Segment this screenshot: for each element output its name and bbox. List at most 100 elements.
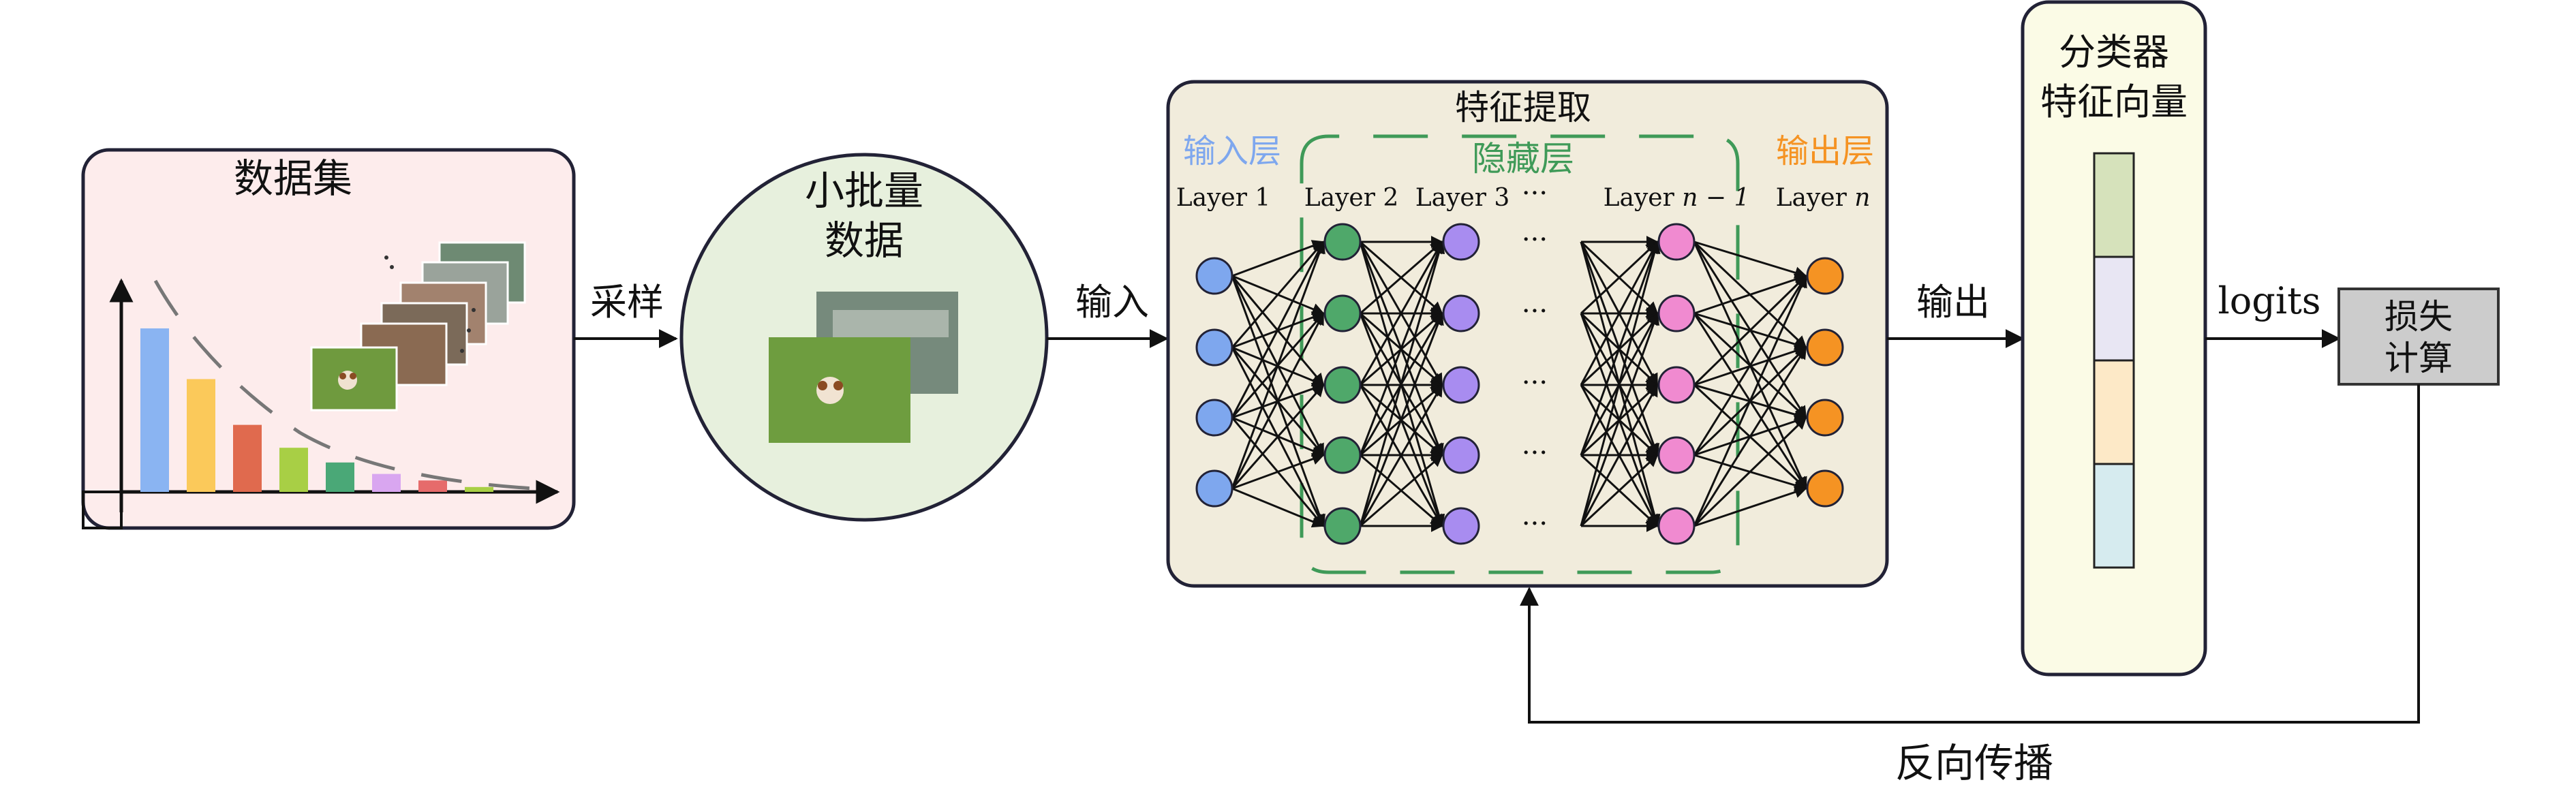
neuron-l3-4 xyxy=(1442,436,1480,474)
connection-edge xyxy=(1580,454,1659,527)
middle-layer-ellipses: ··· ··· ··· ··· ··· xyxy=(1522,224,1548,540)
connection-edge xyxy=(1359,312,1444,527)
output-label: 输出 xyxy=(1916,281,1990,324)
connection-edge xyxy=(1580,241,1661,527)
dataset-bar-2 xyxy=(187,379,215,492)
neuron-l2-2 xyxy=(1323,294,1362,332)
connection-edge xyxy=(1360,454,1443,527)
hidden-layers-bracket xyxy=(1300,134,1740,574)
input-layer-title: 输入层 xyxy=(1183,132,1281,170)
neuron-l2-4 xyxy=(1323,436,1362,474)
dataset-panel: 数据集 xyxy=(81,148,576,530)
layer-3-label: Layer 3 xyxy=(1415,184,1510,212)
connection-edge xyxy=(1580,241,1659,386)
connection-edge xyxy=(1693,275,1807,386)
neuron-l5-1 xyxy=(1806,257,1844,295)
connection-edge xyxy=(1693,346,1807,527)
connection-edge xyxy=(1693,275,1807,527)
minibatch-title-line1: 小批量 xyxy=(805,168,923,214)
layer-1-label: Layer 1 xyxy=(1176,184,1271,212)
layer-ellipsis-5: ··· xyxy=(1522,508,1548,540)
minibatch-images xyxy=(769,292,958,443)
classifier-panel: 分类器 特征向量 xyxy=(2021,0,2207,677)
connection-edge xyxy=(1360,241,1443,315)
connection-edge xyxy=(1693,486,1807,527)
neuron-l2-3 xyxy=(1323,366,1362,404)
neuron-l3-5 xyxy=(1442,507,1480,545)
loss-title-line2: 计算 xyxy=(2385,339,2453,378)
dataset-bar-5 xyxy=(326,462,354,492)
dataset-bars xyxy=(140,328,493,492)
layer-ellipsis-1: ··· xyxy=(1522,224,1548,255)
dataset-bar-8 xyxy=(465,486,493,492)
backprop-label: 反向传播 xyxy=(1895,740,2053,786)
connection-edge xyxy=(1580,313,1659,527)
neuron-l1-3 xyxy=(1195,399,1233,437)
connection-edge xyxy=(1231,384,1325,489)
dataset-title: 数据集 xyxy=(234,155,352,202)
feature-vector-cell-3 xyxy=(2093,359,2135,465)
logits-label: logits xyxy=(2218,279,2320,322)
neuron-l4-4 xyxy=(1657,436,1696,474)
dataset-bar-7 xyxy=(418,480,447,492)
connection-edge xyxy=(1693,275,1807,456)
feature-vector-cell-1 xyxy=(2093,152,2135,258)
neuron-l5-2 xyxy=(1806,328,1844,367)
neuron-l3-1 xyxy=(1442,223,1480,261)
neuron-l2-5 xyxy=(1323,507,1362,545)
dataset-bar-6 xyxy=(372,474,401,492)
backprop-arrow xyxy=(1520,384,2420,724)
layer-ellipsis-4: ··· xyxy=(1522,437,1548,469)
classifier-title-line2: 特征向量 xyxy=(2040,80,2188,123)
feature-extraction-title: 特征提取 xyxy=(1455,88,1591,127)
minibatch-panel: 小批量 数据 xyxy=(679,153,1049,522)
connection-edge xyxy=(1359,384,1443,527)
neuron-l2-1 xyxy=(1323,223,1362,261)
long-tail-curve xyxy=(153,279,546,491)
input-label: 输入 xyxy=(1075,281,1149,324)
layer-ellipsis-3: ··· xyxy=(1522,367,1548,399)
neuron-l1-4 xyxy=(1195,469,1233,508)
minibatch-title-line2: 数据 xyxy=(825,217,904,264)
connection-edge xyxy=(1231,241,1325,348)
layer-n-minus-1-label: Layer n − 1 xyxy=(1604,184,1750,212)
layer-ellipsis-label: ··· xyxy=(1522,178,1548,209)
connection-edge xyxy=(1693,241,1807,279)
connection-edge xyxy=(1231,453,1325,490)
network-neurons xyxy=(1195,223,1844,545)
feature-vector-cell-4 xyxy=(2093,463,2135,569)
connection-edge xyxy=(1580,384,1659,527)
dataset-image-stack xyxy=(310,241,526,412)
layer-2-label: Layer 2 xyxy=(1304,184,1399,212)
neuron-l4-2 xyxy=(1657,294,1696,332)
layer-ellipsis-2: ··· xyxy=(1522,296,1548,327)
neuron-l3-3 xyxy=(1442,366,1480,404)
output-layer-title: 输出层 xyxy=(1776,132,1874,170)
connection-edge xyxy=(1359,241,1444,456)
connection-edge xyxy=(1359,241,1445,527)
neuron-l4-3 xyxy=(1657,366,1696,404)
neuron-l5-4 xyxy=(1806,469,1844,508)
network-panel: 特征提取 隐藏层 输入层 输出层 Layer 1 Layer 2 Layer 3… xyxy=(1166,80,1889,588)
connection-edge xyxy=(1231,241,1325,418)
layer-n-label: Layer n xyxy=(1776,184,1871,212)
connection-edge xyxy=(1580,241,1660,456)
neuron-l4-5 xyxy=(1657,507,1696,545)
dataset-bar-3 xyxy=(233,424,262,492)
connection-edge xyxy=(1693,273,1807,315)
feature-vector-cell-2 xyxy=(2093,255,2135,362)
loss-box: 损失 计算 xyxy=(2337,288,2500,386)
feature-vector xyxy=(2093,152,2135,569)
connection-edge xyxy=(1580,241,1659,315)
connection-edge xyxy=(1231,312,1325,489)
network-connections xyxy=(1231,236,1807,532)
neuron-l4-1 xyxy=(1657,223,1696,261)
connection-edge xyxy=(1231,487,1325,528)
neuron-l1-1 xyxy=(1195,257,1233,295)
sampling-label: 采样 xyxy=(590,281,664,324)
neuron-l5-3 xyxy=(1806,399,1844,437)
neuron-l3-2 xyxy=(1442,294,1480,332)
dataset-bar-1 xyxy=(140,328,169,492)
neuron-l1-2 xyxy=(1195,328,1233,367)
